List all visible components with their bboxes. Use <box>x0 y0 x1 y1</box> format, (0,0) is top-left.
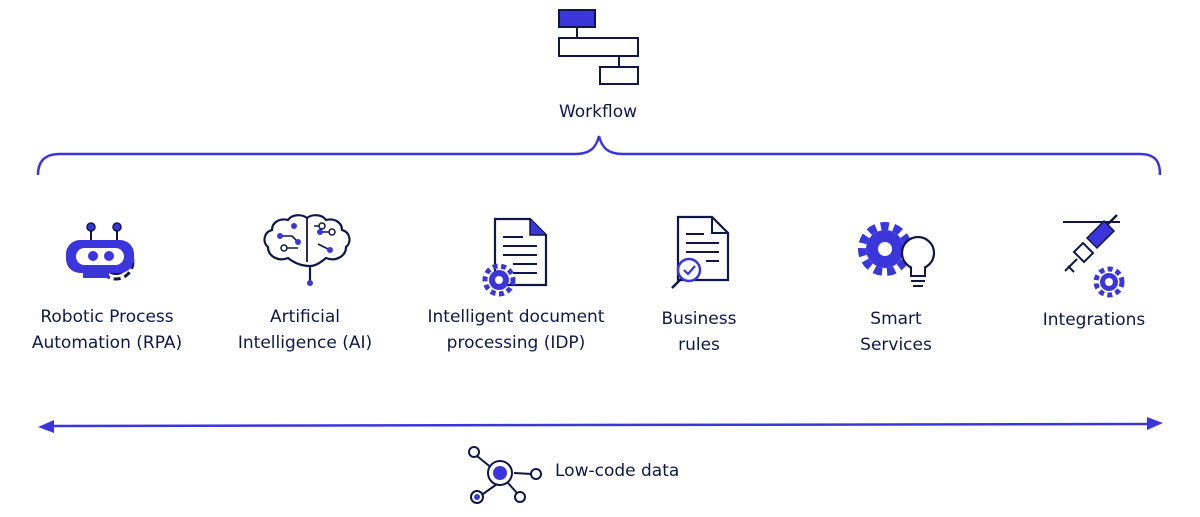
capability-integrations-label: Integrations <box>1042 310 1146 330</box>
low-code-data-label: Low-code data <box>555 461 680 481</box>
workflow-label: Workflow <box>558 102 638 122</box>
